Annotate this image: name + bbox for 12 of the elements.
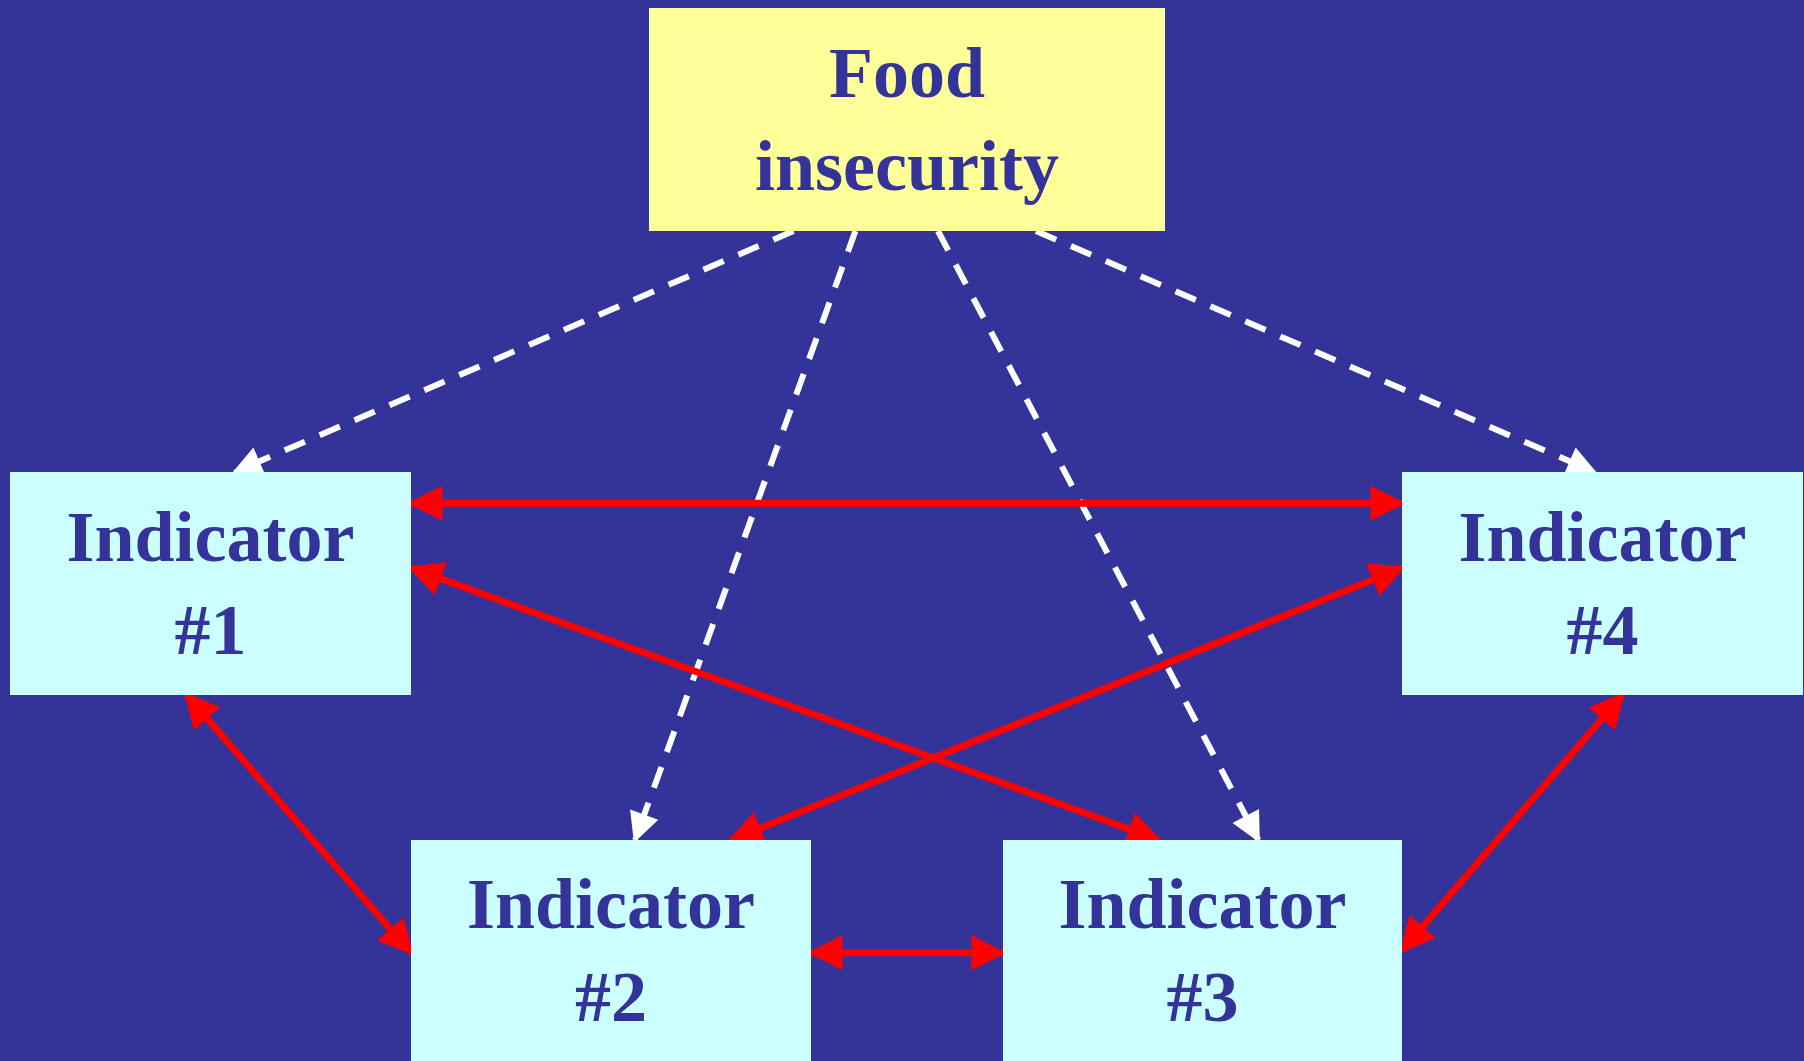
box-label: Indicator #2 (466, 863, 756, 1039)
box-label: Indicator #3 (1057, 863, 1348, 1039)
box-label: Food insecurity (754, 32, 1060, 208)
box-label: Indicator #1 (65, 496, 356, 672)
arrow (630, 229, 859, 843)
box-label: Indicator #4 (1457, 496, 1748, 672)
concept-box (1402, 472, 1803, 695)
concept-box (649, 8, 1165, 231)
concept-box (10, 472, 411, 695)
concept-box (411, 840, 811, 1061)
arrow (935, 229, 1261, 843)
concept-box (1003, 840, 1402, 1061)
